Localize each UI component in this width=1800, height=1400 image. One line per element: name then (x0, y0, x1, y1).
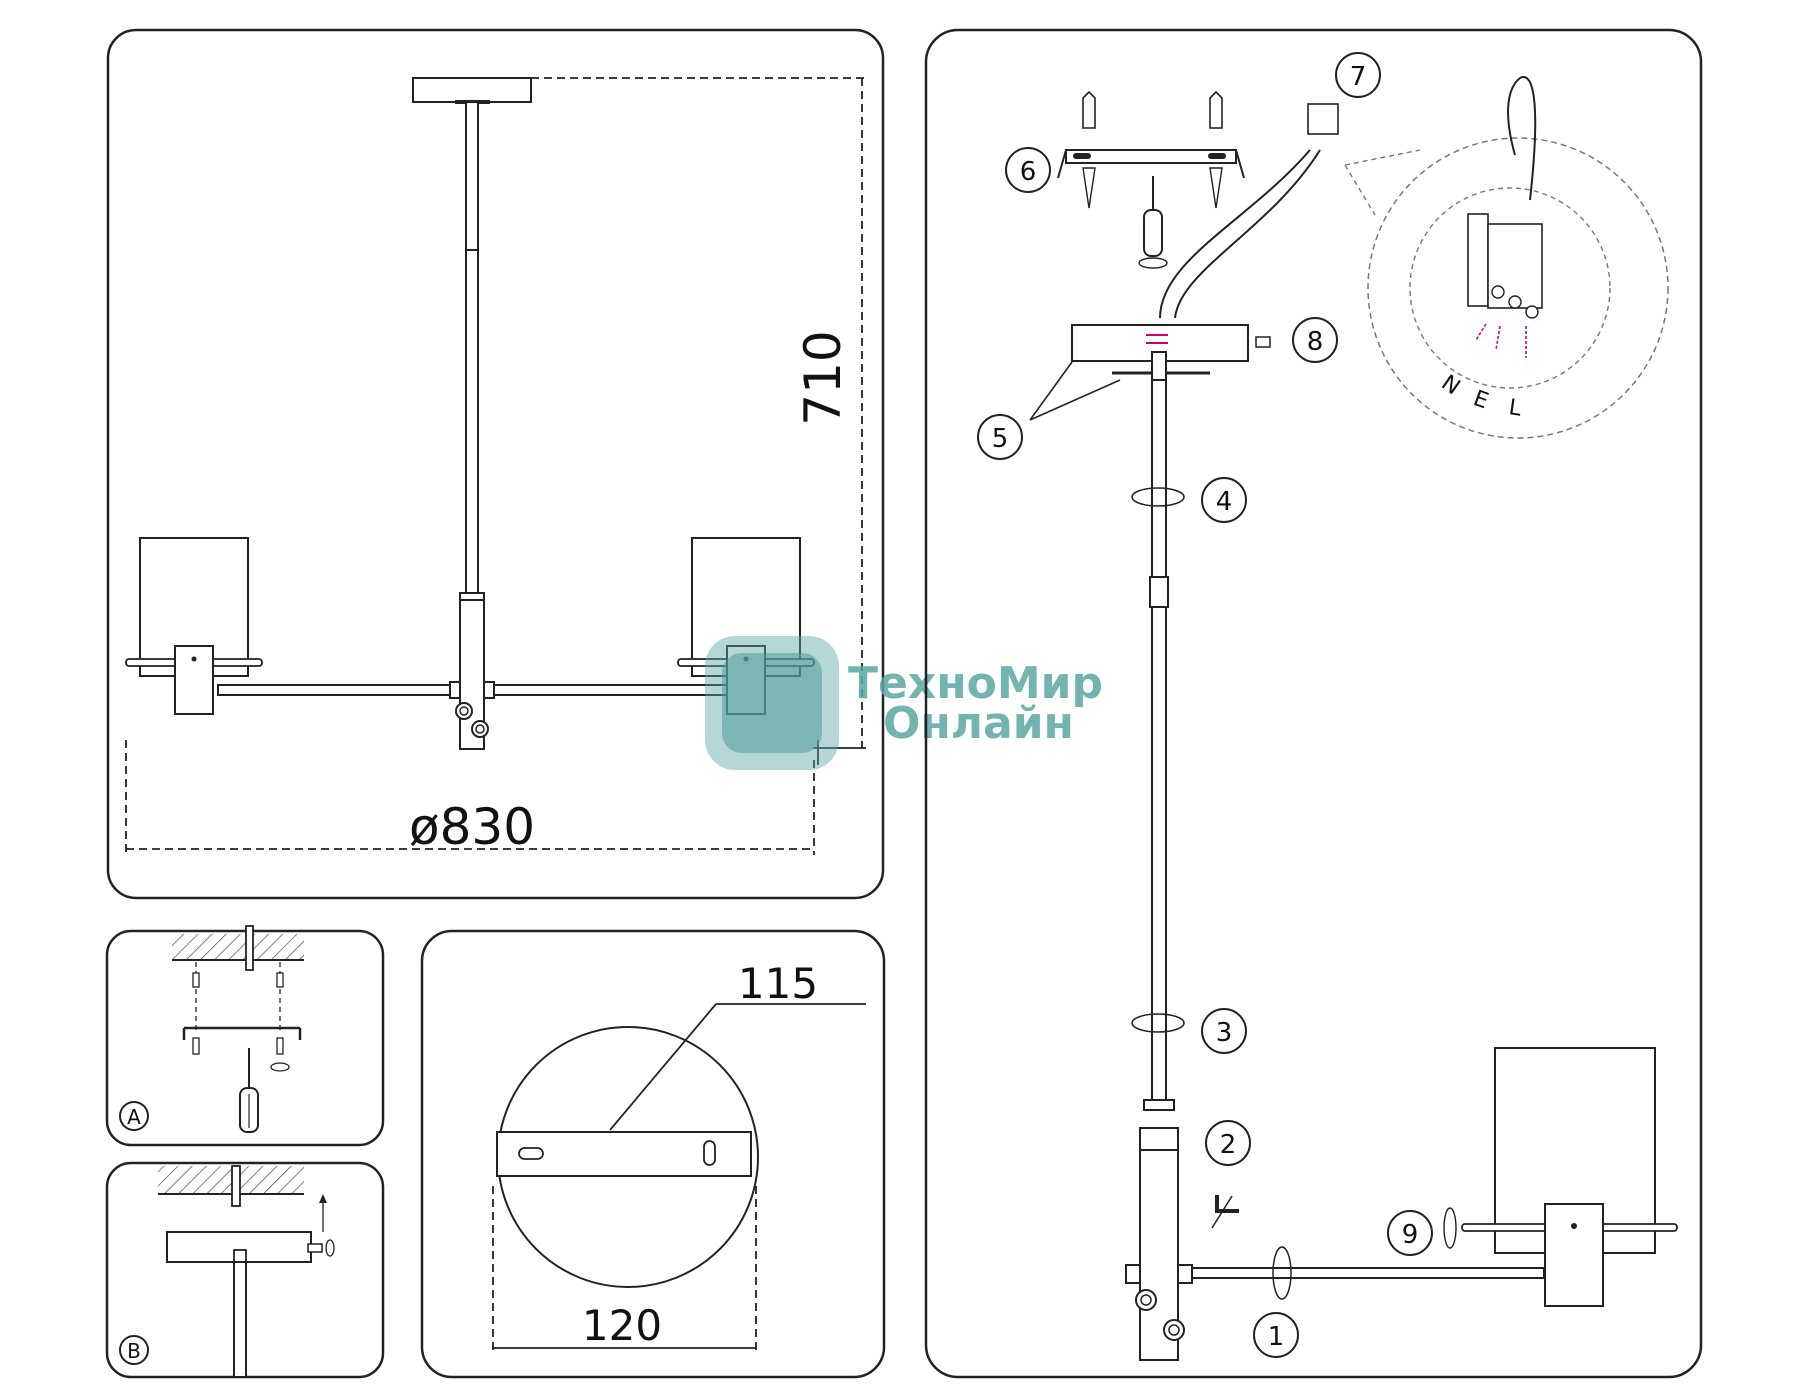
wire-label-l: L (1507, 395, 1523, 422)
callout-5-label: 5 (992, 424, 1009, 454)
callout-2-label: 2 (1220, 1130, 1237, 1160)
callout-5: 5 (977, 414, 1023, 460)
callout-2: 2 (1205, 1120, 1251, 1166)
panel-dimensions: 710 ø830 (106, 28, 885, 900)
panel-detail-b: B (105, 1161, 385, 1379)
callout-3: 3 (1201, 1008, 1247, 1054)
diameter-dimension-label: ø830 (409, 798, 535, 856)
panel-canopy-plate: 115 120 (420, 929, 886, 1379)
panel-detail-a: A (105, 925, 385, 1147)
height-dimension-label: 710 (794, 330, 852, 425)
mounting-bracket (1057, 90, 1245, 269)
callout-8: 8 (1292, 317, 1338, 363)
watermark-logo: ТехноМир Онлайн (705, 636, 1103, 770)
callout-7-label: 7 (1350, 62, 1367, 92)
callout-9: 9 (1387, 1210, 1433, 1256)
callout-4-label: 4 (1216, 487, 1233, 517)
callout-3-label: 3 (1216, 1018, 1233, 1048)
wire-label-e: E (1470, 386, 1492, 414)
detail-b-label: B (127, 1339, 141, 1363)
panel-assembly: N E L 1 2 3 4 5 6 7 (924, 28, 1703, 1379)
callout-1: 1 (1253, 1312, 1299, 1358)
canopy-width-label: 120 (582, 1301, 662, 1350)
watermark-line2: Онлайн (883, 698, 1074, 749)
callout-1-label: 1 (1268, 1322, 1285, 1352)
callout-4: 4 (1201, 477, 1247, 523)
plate-length-label: 115 (738, 959, 818, 1008)
callout-8-label: 8 (1307, 327, 1324, 357)
callout-6-label: 6 (1020, 157, 1037, 187)
callout-9-label: 9 (1402, 1220, 1419, 1250)
callout-6: 6 (1005, 147, 1051, 193)
callout-7: 7 (1335, 52, 1381, 98)
detail-a-label: A (127, 1105, 141, 1129)
watermark-line1: ТехноМир (848, 658, 1103, 709)
